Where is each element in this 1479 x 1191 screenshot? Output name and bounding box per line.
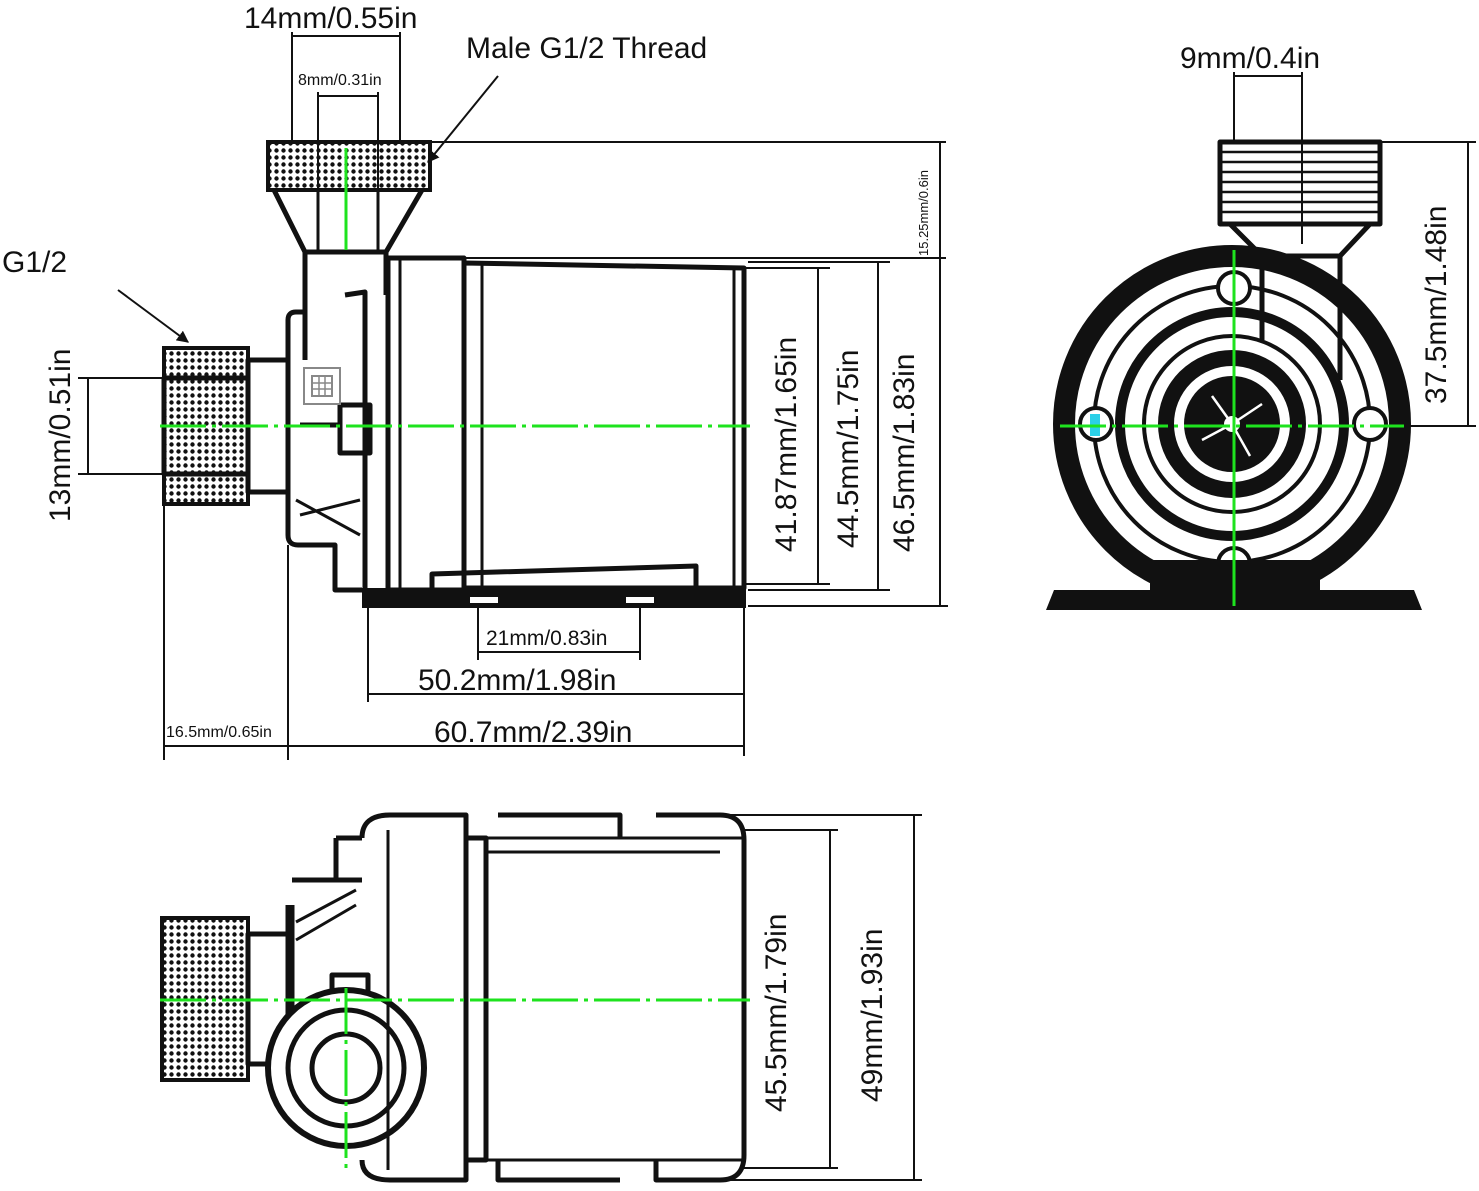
top-bore-label: 8mm/0.31in xyxy=(298,72,382,89)
g12-label: G1/2 xyxy=(2,246,67,279)
top-outlet-thread xyxy=(266,140,432,192)
bottom-view xyxy=(160,812,750,1183)
outlet-stem xyxy=(302,252,389,360)
side-view xyxy=(1046,139,1422,610)
base-21-label: 21mm/0.83in xyxy=(486,627,607,650)
top-width-label: 14mm/0.55in xyxy=(244,2,417,35)
height-465-label: 46.5mm/1.83in xyxy=(888,354,921,552)
height-4187-label: 41.87mm/1.65in xyxy=(770,337,803,552)
front-dimensions xyxy=(78,32,948,760)
front-view xyxy=(160,140,750,608)
length-502-label: 50.2mm/1.98in xyxy=(418,664,616,697)
bottom-motor-flange xyxy=(359,812,469,1183)
bottom-455-label: 45.5mm/1.79in xyxy=(760,914,793,1112)
inlet-length-label: 16.5mm/0.65in xyxy=(166,724,272,741)
bottom-dimensions xyxy=(720,814,922,1181)
height-445-label: 44.5mm/1.75in xyxy=(832,350,865,548)
thread-len-label: 15.25mm/0.6in xyxy=(916,170,931,256)
side-dimensions xyxy=(1233,72,1476,427)
pump-head xyxy=(285,309,362,593)
male-thread-label: Male G1/2 Thread xyxy=(466,32,707,65)
label-sticker-icon xyxy=(303,367,341,405)
bottom-49-label: 49mm/1.93in xyxy=(856,929,889,1102)
side-height-label: 37.5mm/1.48in xyxy=(1420,206,1453,404)
length-607-label: 60.7mm/2.39in xyxy=(434,716,632,749)
top-outlet-neck xyxy=(271,188,425,255)
side-bore-label: 9mm/0.4in xyxy=(1180,42,1320,75)
base-plate xyxy=(362,588,746,608)
inlet-dia-label: 13mm/0.51in xyxy=(44,349,77,522)
